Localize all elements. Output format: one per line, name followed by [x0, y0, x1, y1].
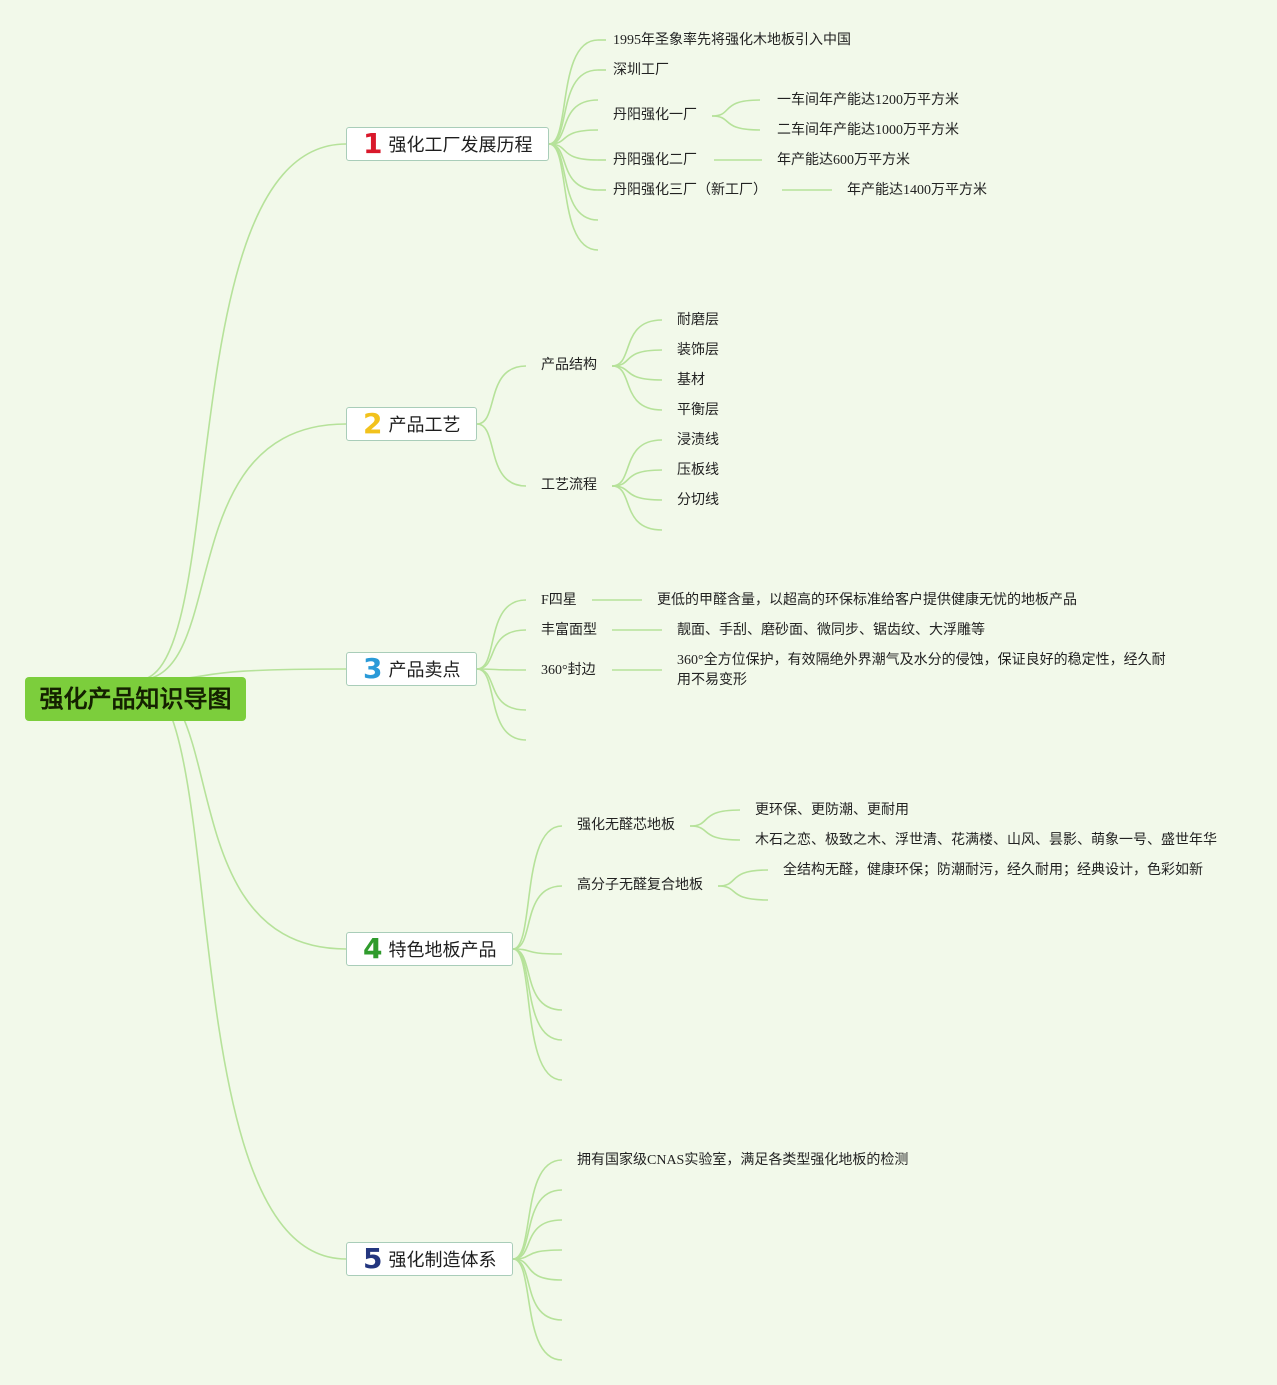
node-surfaces[interactable]: 丰富面型 [541, 623, 597, 638]
core-connector [689, 809, 741, 827]
branch3-connector [476, 668, 527, 741]
branch4-connector [512, 825, 563, 950]
polymer-connector [717, 869, 769, 887]
branch-label: 强化工厂发展历程 [388, 135, 533, 156]
branch-number: 5 [363, 1242, 383, 1275]
branch-featured-products[interactable]: 4 特色地板产品 [346, 932, 513, 966]
process-connector [611, 485, 663, 531]
branch-label: 产品卖点 [388, 660, 461, 681]
branch5-connector [512, 1258, 563, 1361]
node-shenzhen[interactable]: 深圳工厂 [613, 63, 669, 78]
node-core-benefits[interactable]: 更环保、更防潮、更耐用 [755, 803, 909, 818]
node-process-flow[interactable]: 工艺流程 [541, 478, 597, 493]
branch4-connector [512, 948, 563, 1041]
node-wear-layer[interactable]: 耐磨层 [677, 313, 719, 328]
danyang1-connector [711, 99, 761, 117]
root-connector [137, 143, 347, 681]
root-connector [137, 423, 347, 681]
structure-connector [611, 319, 663, 367]
branch1-connector [548, 39, 599, 145]
node-impregnation-line[interactable]: 浸渍线 [677, 433, 719, 448]
branch5-connector [512, 1258, 563, 1281]
node-cutting-line[interactable]: 分切线 [677, 493, 719, 508]
branch-number: 1 [363, 127, 383, 160]
structure-connector [611, 349, 663, 367]
node-polymer-benefits[interactable]: 全结构无醛，健康环保；防潮耐污，经久耐用；经典设计，色彩如新 [783, 863, 1203, 878]
node-danyang-3[interactable]: 丹阳强化三厂（新工厂） [613, 183, 767, 198]
node-danyang-2-cap[interactable]: 年产能达600万平方米 [777, 153, 910, 168]
branch3-connector [476, 599, 527, 670]
branch1-connector [548, 69, 599, 145]
process-connector [611, 439, 663, 487]
root-node[interactable]: 强化产品知识导图 [25, 677, 246, 721]
polymer-connector [717, 885, 769, 901]
branch3-connector [476, 629, 527, 670]
node-f4star-desc[interactable]: 更低的甲醛含量，以超高的环保标准给客户提供健康无忧的地板产品 [657, 593, 1077, 608]
node-core-series[interactable]: 木石之恋、极致之木、浮世清、花满楼、山风、昙影、萌象一号、盛世年华 [755, 833, 1217, 848]
node-danyang-3-cap[interactable]: 年产能达1400万平方米 [847, 183, 987, 198]
branch5-connector [512, 1258, 563, 1321]
branch-number: 3 [363, 652, 383, 685]
branch4-connector [512, 948, 563, 955]
node-decor-layer[interactable]: 装饰层 [677, 343, 719, 358]
node-press-line[interactable]: 压板线 [677, 463, 719, 478]
process-connector [611, 469, 663, 487]
branch3-connector [476, 668, 527, 671]
branch-number: 4 [363, 932, 383, 965]
branch-label: 产品工艺 [388, 415, 461, 436]
node-danyang-1[interactable]: 丹阳强化一厂 [613, 108, 697, 123]
node-360-edge[interactable]: 360°封边 [541, 663, 596, 678]
branch5-connector [512, 1189, 563, 1260]
branch-label: 特色地板产品 [388, 940, 497, 961]
branch5-connector [512, 1219, 563, 1260]
node-danyang-2[interactable]: 丹阳强化二厂 [613, 153, 697, 168]
branch2-connector [476, 365, 527, 425]
node-cnas-lab[interactable]: 拥有国家级CNAS实验室，满足各类型强化地板的检测 [577, 1153, 909, 1168]
node-1995[interactable]: 1995年圣象率先将强化木地板引入中国 [613, 33, 851, 48]
branch1-connector [548, 143, 599, 221]
branch-factory-history[interactable]: 1 强化工厂发展历程 [346, 127, 549, 161]
node-balance-layer[interactable]: 平衡层 [677, 403, 719, 418]
branch-number: 2 [363, 407, 383, 440]
node-360-edge-desc[interactable]: 360°全方位保护，有效隔绝外界潮气及水分的侵蚀，保证良好的稳定性，经久耐用不易… [677, 653, 1166, 688]
node-danyang-1-ws2[interactable]: 二车间年产能达1000万平方米 [777, 123, 959, 138]
node-surfaces-desc[interactable]: 靓面、手刮、磨砂面、微同步、锯齿纹、大浮雕等 [677, 623, 985, 638]
node-substrate[interactable]: 基材 [677, 373, 705, 388]
node-product-structure[interactable]: 产品结构 [541, 358, 597, 373]
core-connector [689, 825, 741, 841]
branch-product-craft[interactable]: 2 产品工艺 [346, 407, 477, 441]
branch4-connector [512, 885, 563, 950]
branch4-connector [512, 948, 563, 1081]
branch3-connector [476, 668, 527, 711]
branch5-connector [512, 1159, 563, 1260]
root-connector [137, 679, 347, 1260]
danyang1-connector [711, 115, 761, 131]
node-danyang-1-ws1[interactable]: 一车间年产能达1200万平方米 [777, 93, 959, 108]
branch-label: 强化制造体系 [388, 1250, 497, 1271]
branch2-connector [476, 423, 527, 487]
branch-manufacturing-system[interactable]: 5 强化制造体系 [346, 1242, 513, 1276]
node-f4star[interactable]: F四星 [541, 593, 577, 608]
branch1-connector [548, 99, 599, 145]
branch-selling-points[interactable]: 3 产品卖点 [346, 652, 477, 686]
branch1-connector [548, 129, 599, 145]
branch1-connector [548, 143, 599, 251]
node-polymer-composite[interactable]: 高分子无醛复合地板 [577, 878, 703, 893]
node-formaldehyde-free-core[interactable]: 强化无醛芯地板 [577, 818, 675, 833]
structure-connector [611, 365, 663, 411]
